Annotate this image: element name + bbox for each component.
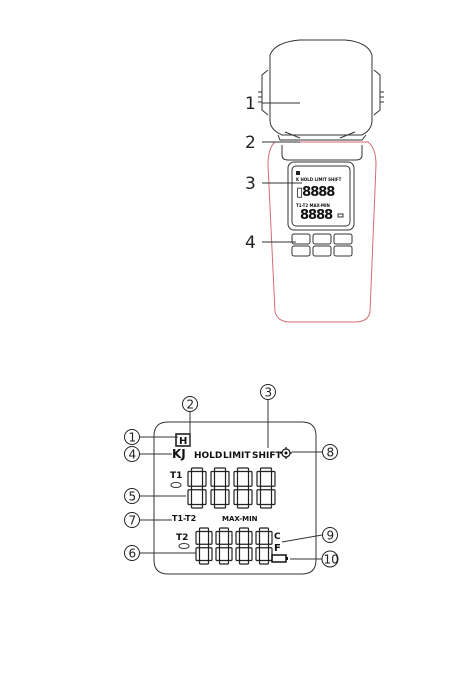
c-label: C [274,532,281,542]
svg-text:5: 5 [129,490,137,504]
svg-text:1: 1 [129,431,137,445]
svg-text:▯8888: ▯8888 [296,185,335,200]
lower-digit-3 [236,528,252,564]
t1-label: T1 [170,471,182,481]
upper-digit-1 [188,468,206,508]
device-illustration: K HOLD LIMIT SHIFT ▯8888 T1-T2 MAX-MIN 8… [245,40,384,322]
lcd-callout-9: 9 [323,528,338,543]
f-label: F [274,543,281,554]
lcd-callout-7: 7 [125,513,140,528]
upper-digit-4 [257,468,275,508]
device-body [268,142,376,322]
device-callout-1: 1 [245,94,256,114]
lcd-callout-5: 5 [125,489,140,504]
lcd-detail: H KJ HOLD LIMIT SHIFT T1 T1-T2 MAX-MIN T… [125,385,339,575]
t2-label: T2 [176,533,188,543]
svg-text:8: 8 [327,446,335,460]
lower-digits [196,528,272,564]
svg-text:7: 7 [129,514,137,528]
cap-rim [278,135,366,140]
svg-text:4: 4 [129,448,137,462]
limit-label: LIMIT [223,451,251,461]
svg-text:3: 3 [265,386,273,400]
lcd-callout-10: 10 [322,551,339,567]
upper-digits [188,468,275,508]
svg-text:8888: 8888 [300,208,333,223]
device-callout-2: 2 [245,133,256,153]
device-keypad [292,234,352,256]
upper-digit-3 [234,468,252,508]
device-callout-4: 4 [245,233,256,253]
maxmin-label: MAX-MIN [222,515,258,523]
shift-label: SHIFT [252,451,283,461]
hold-icon: H [179,436,187,447]
lower-digit-4 [256,528,272,564]
diff-label: T1-T2 [172,514,196,523]
upper-digit-2 [211,468,229,508]
lcd-callout-8: 8 [323,445,338,460]
lcd-callout-1: 1 [125,430,140,445]
gear-icon [280,447,292,459]
svg-text:K HOLD LIMIT SHIFT: K HOLD LIMIT SHIFT [296,177,342,182]
lcd-callout-3: 3 [261,385,276,400]
lcd-callout-6: 6 [125,546,140,561]
hold-label: HOLD [194,451,222,461]
lcd-callout-2: 2 [183,397,198,412]
lower-digit-1 [196,528,212,564]
lower-digit-2 [216,528,232,564]
probe-cap [270,40,372,135]
svg-text:6: 6 [129,547,137,561]
svg-text:2: 2 [187,398,195,412]
lcd-callout-4: 4 [125,447,140,462]
svg-text:9: 9 [327,529,335,543]
units-label: KJ [172,447,186,461]
svg-text:10: 10 [324,553,339,567]
battery-icon [272,555,288,562]
device-callout-3: 3 [245,174,256,194]
